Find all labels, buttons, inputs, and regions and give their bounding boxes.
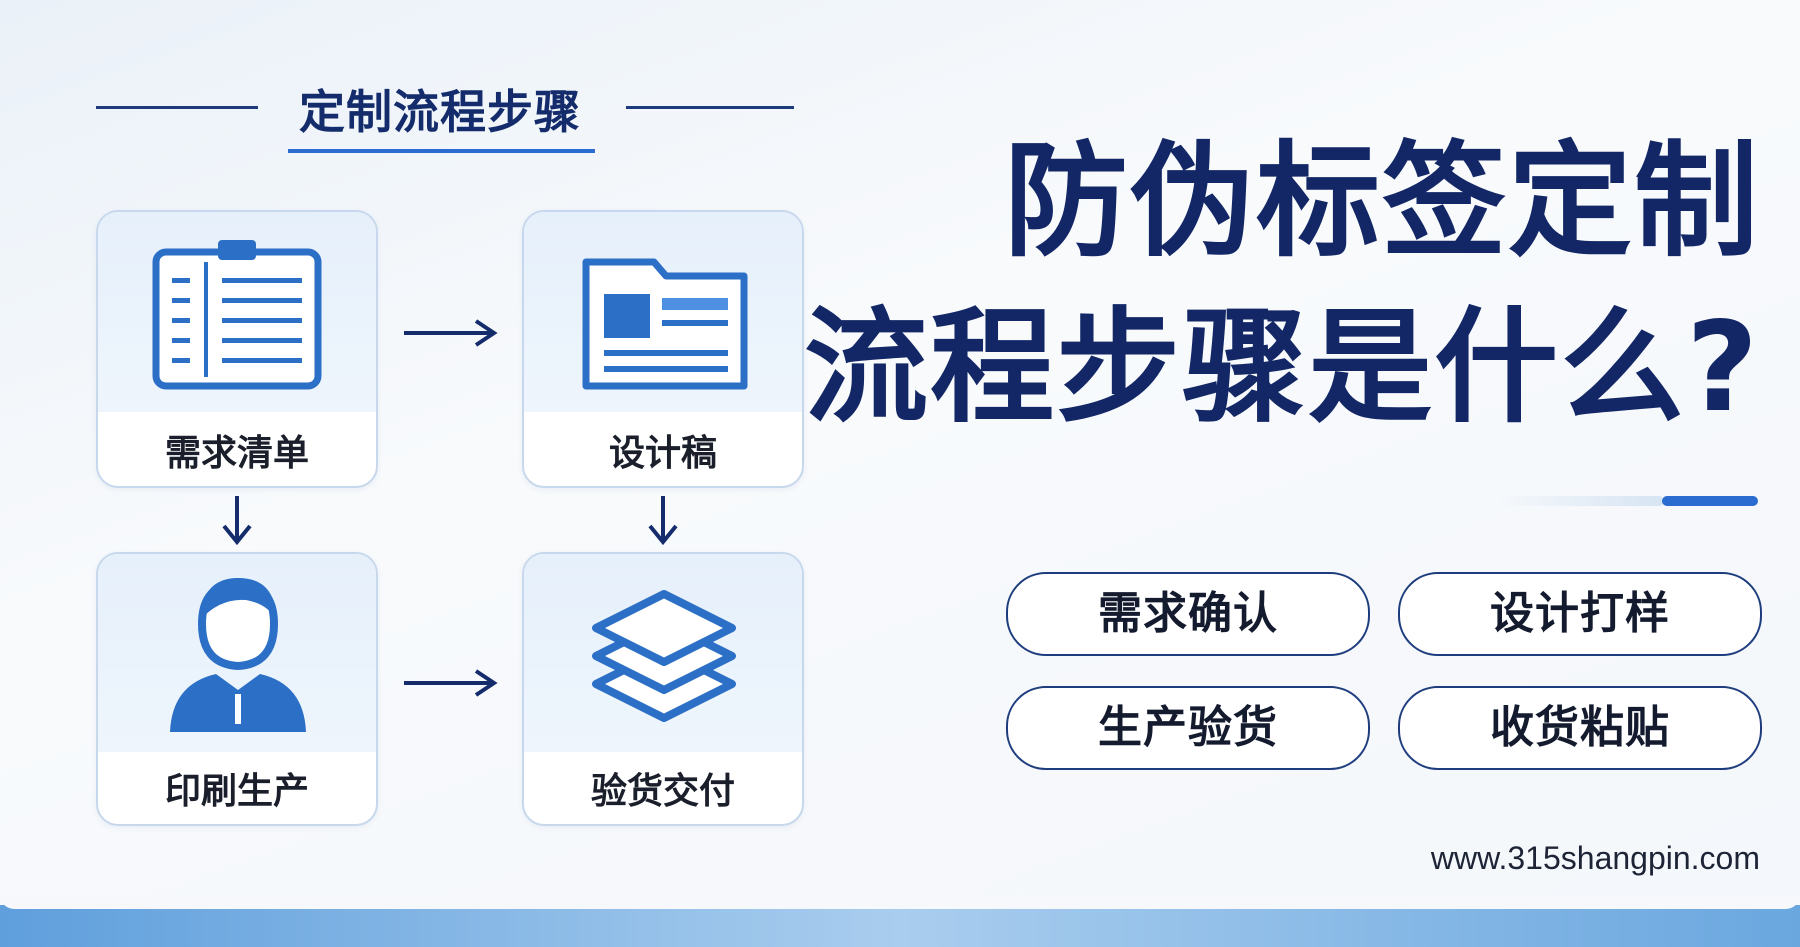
stacked-layers-icon [592,590,736,722]
flow-step-label: 需求清单 [164,433,309,474]
pill-requirement-confirm: 需求确认 [1006,572,1370,656]
flow-step-label: 印刷生产 [164,771,309,812]
flow-step-label: 设计稿 [608,433,717,474]
section-title: 定制流程步骤 [299,85,581,139]
arrow-down-icon [222,496,252,546]
clipboard-list-icon [152,240,322,390]
section-title-underline [288,149,595,153]
headline-line-1: 防伪标签定制 [1003,130,1760,274]
pill-design-sample: 设计打样 [1398,572,1762,656]
arrow-right-icon [404,319,498,347]
bottom-band [0,895,1800,947]
website-url: www.315shangpin.com [1430,840,1760,876]
arrow-down-icon [648,496,678,546]
arrow-right-icon [404,669,498,697]
person-icon [170,578,306,732]
design-folder-icon [582,258,748,390]
flow-step-production: 印刷生产 [96,552,378,826]
section-line-left [96,106,258,109]
pill-production-inspection: 生产验货 [1006,686,1370,770]
section-line-right [626,106,794,109]
flow-step-requirements: 需求清单 [96,210,378,488]
flow-step-design: 设计稿 [522,210,804,488]
flow-step-delivery: 验货交付 [522,552,804,826]
accent-bar-faded [1496,496,1664,506]
accent-bar-solid [1662,496,1758,506]
flow-step-label: 验货交付 [590,771,735,812]
pill-receive-apply: 收货粘贴 [1398,686,1762,770]
headline-line-2: 流程步骤是什么? [804,296,1760,440]
